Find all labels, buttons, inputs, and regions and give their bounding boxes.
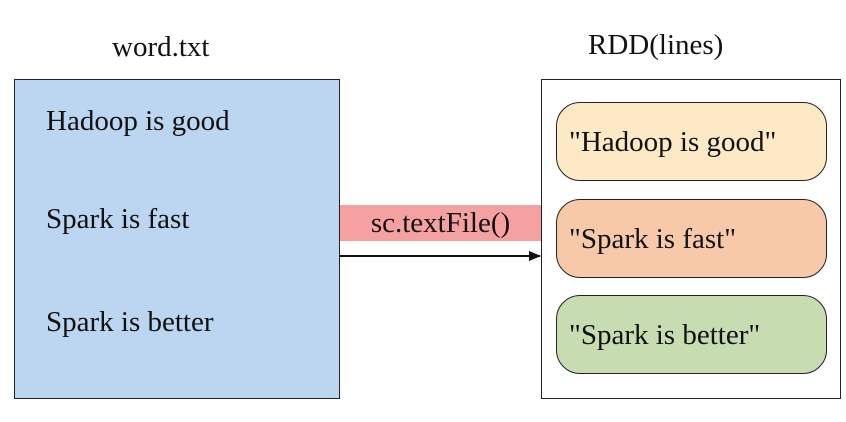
file-line-3: Spark is better <box>46 306 214 338</box>
rdd-item-1: "Hadoop is good" <box>556 102 827 181</box>
source-file-title: word.txt <box>112 31 210 63</box>
rdd-item-3: "Spark is better" <box>556 295 827 374</box>
operation-label: sc.textFile() <box>340 205 541 241</box>
rdd-item-2: "Spark is fast" <box>556 199 827 278</box>
file-line-2: Spark is fast <box>46 203 190 235</box>
source-file-box: Hadoop is good Spark is fast Spark is be… <box>14 79 340 399</box>
rdd-box: "Hadoop is good" "Spark is fast" "Spark … <box>541 79 841 399</box>
file-line-1: Hadoop is good <box>46 105 230 137</box>
rdd-title: RDD(lines) <box>588 29 724 61</box>
